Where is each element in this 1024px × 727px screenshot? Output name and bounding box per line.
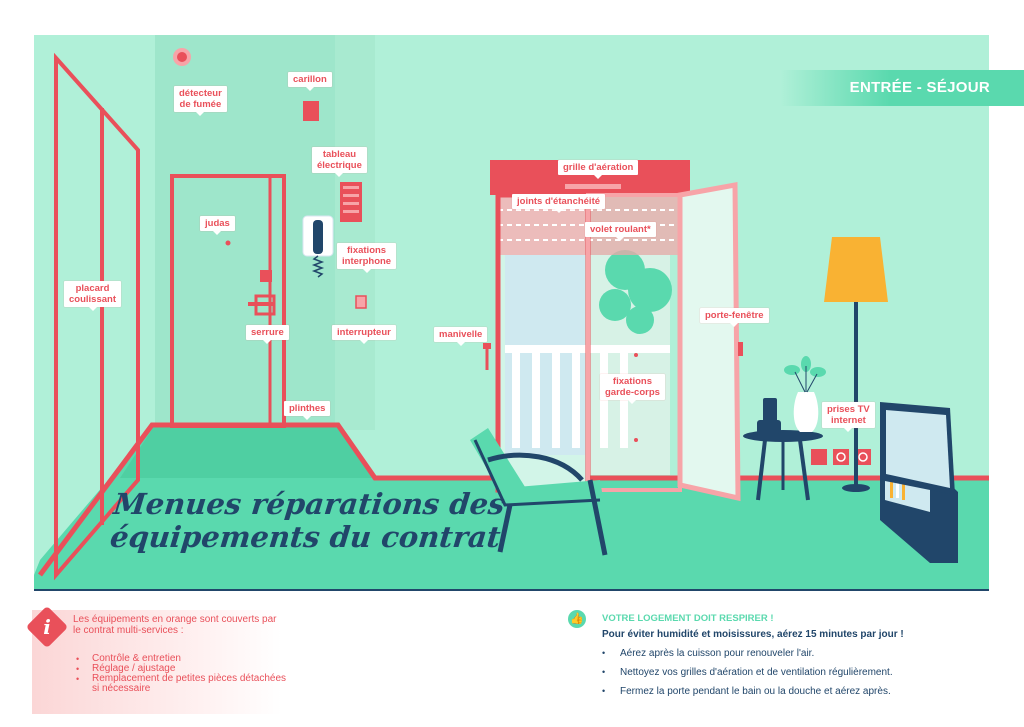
label-french-window: porte-fenêtre [700, 308, 769, 327]
main-title-line-1: Menues réparations des [112, 487, 507, 521]
entrance-side-wall [335, 35, 375, 430]
tv-sockets [811, 449, 871, 465]
label-skirting: plinthes [284, 401, 331, 420]
tips-list-item: Aérez après la cuisson pour renouveler l… [602, 644, 1020, 663]
info-list-item: Remplacement de petites pièces détachées… [76, 674, 292, 694]
info-text: Les équipements en orange sont couverts … [73, 614, 277, 636]
smoke-detector [173, 48, 191, 66]
tips-heading: VOTRE LOGEMENT DOIT RESPIRER ! [602, 613, 774, 624]
main-title: Menues réparations des équipements du co… [108, 487, 507, 554]
label-doorbell: carillon [288, 72, 332, 91]
main-title-line-2: équipements du contrat [108, 520, 503, 554]
electrical-panel [340, 182, 362, 222]
section-banner: ENTRÉE - SÉJOUR [780, 70, 1024, 106]
entrance-floor [120, 425, 372, 478]
tips-list: Aérez après la cuisson pour renouveler l… [600, 644, 1020, 701]
tv-cabinet [880, 402, 958, 563]
room-illustration [34, 35, 989, 591]
info-icon: i [43, 615, 51, 639]
label-intercom: fixations interphone [337, 243, 397, 273]
thumbs-up-icon: 👍 [570, 612, 584, 625]
info-list-item: Réglage / ajustage [76, 664, 292, 675]
label-switch: interrupteur [332, 325, 396, 344]
french-window [483, 160, 743, 502]
section-title: ENTRÉE - SÉJOUR [849, 79, 990, 96]
tree-outside [599, 250, 672, 334]
intercom [302, 215, 334, 278]
tips-lead: Pour éviter humidité et moisissures, aér… [602, 629, 904, 640]
label-lock: serrure [246, 325, 289, 344]
label-air-vent: grille d'aération [558, 160, 639, 179]
entrance-door [170, 174, 286, 428]
label-tv-sockets: prises TV internet [822, 402, 875, 432]
label-smoke-detector: détecteur de fumée [174, 86, 227, 116]
label-electrical-panel: tableau électrique [312, 147, 367, 177]
sliding-wardrobe [54, 52, 140, 581]
floor-lamp [824, 237, 888, 492]
doorbell-box [303, 101, 319, 121]
label-sliding-wardrobe: placard coulissant [64, 281, 121, 311]
light-switch [355, 295, 367, 309]
thumbs-up-icon-background [568, 610, 586, 628]
info-box: i Les équipements en orange sont couvert… [25, 605, 286, 714]
label-railing: fixations garde-corps [600, 374, 665, 404]
label-peephole: judas [200, 216, 235, 235]
label-crank: manivelle [434, 327, 488, 346]
info-list-item: Contrôle & entretien [76, 654, 292, 665]
label-seals: joints d'étanchéité [512, 194, 606, 213]
info-list: Contrôle & entretien Réglage / ajustage … [70, 654, 292, 694]
tips-list-item: Fermez la porte pendant le bain ou la do… [602, 682, 1020, 701]
label-roller-shutter: volet roulant* [585, 222, 656, 241]
tips-list-item: Nettoyez vos grilles d'aération et de ve… [602, 663, 1020, 682]
armchair [470, 428, 608, 556]
side-table [743, 356, 826, 501]
vase [793, 392, 819, 432]
